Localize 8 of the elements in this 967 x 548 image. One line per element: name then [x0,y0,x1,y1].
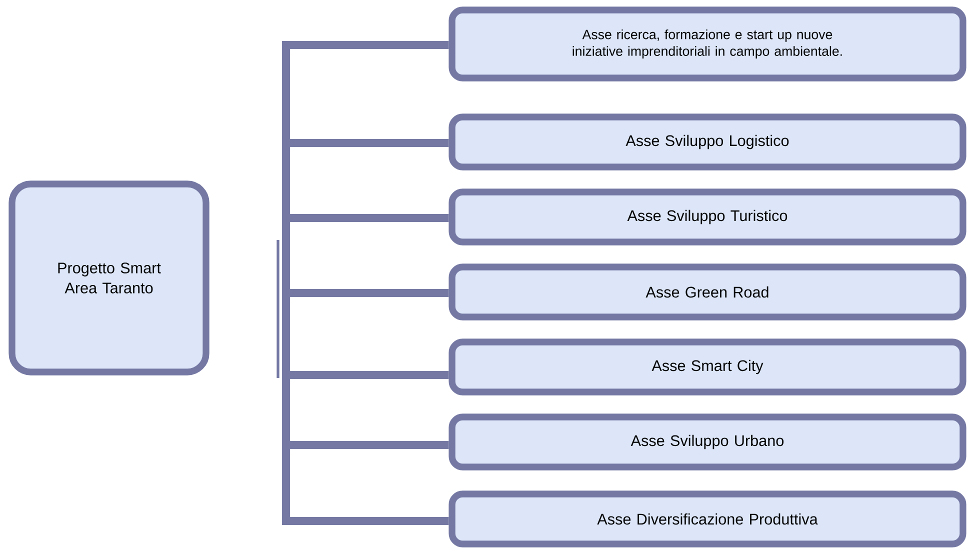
axis-box: Asse Smart City [448,338,966,396]
axis-box: Asse Green Road [448,264,966,320]
axis-box: Asse Sviluppo Turistico [448,188,966,246]
axis-box: Asse Sviluppo Urbano [448,414,966,470]
axis-box: Asse Sviluppo Logistico [448,114,966,170]
process-box: Progetto Smart Area Taranto [8,180,210,376]
axis-box: Asse ricerca, formazione e start up nuove iniziative imprenditoriali in campo ambientale. [448,6,966,82]
axis-box: Asse Diversificazione Produttiva [448,490,966,548]
